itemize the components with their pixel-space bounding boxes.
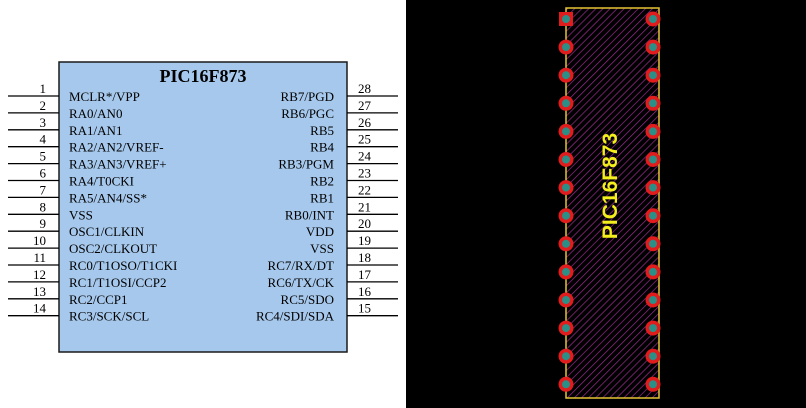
pin-number: 12 <box>33 267 46 282</box>
pad-hole <box>649 99 657 108</box>
pad-hole <box>562 155 570 164</box>
pad-hole <box>649 239 657 248</box>
pad-hole <box>649 15 657 23</box>
pin-name: VSS <box>310 241 334 256</box>
pin-number: 7 <box>40 182 47 197</box>
pin-number: 22 <box>358 182 371 197</box>
pad-hole <box>562 43 570 52</box>
pin-number: 14 <box>33 301 47 316</box>
pin-name: RA1/AN1 <box>69 123 122 138</box>
pin-name: RB3/PGM <box>278 157 334 172</box>
pin-number: 10 <box>33 233 46 248</box>
pin-name: RB7/PGD <box>281 89 334 104</box>
pad-hole <box>649 127 657 136</box>
pin-number: 16 <box>358 284 372 299</box>
pin-number: 11 <box>33 250 46 265</box>
pin-number: 26 <box>358 115 372 130</box>
pad-hole <box>649 71 657 80</box>
pin-number: 23 <box>358 166 371 181</box>
pin-number: 25 <box>358 132 371 147</box>
pin-name: RA4/T0CKI <box>69 174 134 189</box>
pin-number: 21 <box>358 199 371 214</box>
pin-number: 15 <box>358 301 371 316</box>
pin-name: RB1 <box>310 190 334 205</box>
pad-hole <box>649 43 657 52</box>
pin-number: 17 <box>358 267 372 282</box>
pad-hole <box>562 15 570 23</box>
pin-name: RB5 <box>310 123 334 138</box>
pcb-footprint: PIC16F873 <box>406 0 806 408</box>
pin-name: RC2/CCP1 <box>69 292 128 307</box>
pin-number: 6 <box>40 166 47 181</box>
pad-hole <box>562 211 570 220</box>
pad-hole <box>562 296 570 304</box>
pin-name: RB0/INT <box>285 207 334 222</box>
pin-name: RC5/SDO <box>281 292 334 307</box>
pin-name: RC3/SCK/SCL <box>69 309 149 324</box>
pin-name: RC0/T1OSO/T1CKI <box>69 258 177 273</box>
pin-number: 9 <box>40 216 47 231</box>
pad-hole <box>649 352 657 361</box>
pin-name: RA0/AN0 <box>69 106 122 121</box>
part-name: PIC16F873 <box>160 66 247 86</box>
pad-hole <box>649 380 657 389</box>
pin-name: RA5/AN4/SS* <box>69 190 147 205</box>
pin-number: 5 <box>40 149 47 164</box>
pad-hole <box>562 183 570 192</box>
pin-number: 8 <box>40 199 47 214</box>
pin-name: RB4 <box>310 140 334 155</box>
pin-number: 4 <box>40 132 47 147</box>
pad-hole <box>649 324 657 333</box>
pin-name: RA2/AN2/VREF- <box>69 140 164 155</box>
pin-number: 24 <box>358 149 372 164</box>
footprint-body <box>565 7 660 399</box>
pad-hole <box>562 352 570 361</box>
pin-number: 1 <box>40 81 47 96</box>
footprint-canvas: PIC16F873 <box>558 7 661 399</box>
pin-name: RB6/PGC <box>281 106 334 121</box>
pin-name: VDD <box>306 224 334 239</box>
pin-name: MCLR*/VPP <box>69 89 140 104</box>
pin-name: RB2 <box>310 174 334 189</box>
pin-number: 2 <box>40 98 47 113</box>
pin-name: RC6/TX/CK <box>268 275 335 290</box>
pin-name: VSS <box>69 207 93 222</box>
pin-name: OSC2/CLKOUT <box>69 241 157 256</box>
pin-name: RC4/SDI/SDA <box>256 309 335 324</box>
pin-number: 18 <box>358 250 371 265</box>
pad-hole <box>649 296 657 304</box>
pad-group <box>558 11 661 392</box>
pad-hole <box>649 155 657 164</box>
pin-number: 13 <box>33 284 46 299</box>
pin-name: OSC1/CLKIN <box>69 224 145 239</box>
pad-hole <box>562 127 570 136</box>
pin-name: RC1/T1OSI/CCP2 <box>69 275 167 290</box>
pad-hole <box>649 183 657 192</box>
pad-hole <box>562 71 570 80</box>
pad-hole <box>562 324 570 333</box>
pin-number: 20 <box>358 216 371 231</box>
pad-hole <box>562 239 570 248</box>
pad-hole <box>649 267 657 276</box>
footprint-label: PIC16F873 <box>599 133 622 239</box>
pad-hole <box>562 380 570 389</box>
ic-body <box>58 61 348 353</box>
pad-hole <box>562 99 570 108</box>
pin-name: RC7/RX/DT <box>268 258 335 273</box>
pin-number: 3 <box>40 115 47 130</box>
pad-hole <box>562 267 570 276</box>
pin-name: RA3/AN3/VREF+ <box>69 157 167 172</box>
pin-number: 28 <box>358 81 371 96</box>
pin-number: 27 <box>358 98 372 113</box>
pin-number: 19 <box>358 233 371 248</box>
pad-hole <box>649 211 657 220</box>
